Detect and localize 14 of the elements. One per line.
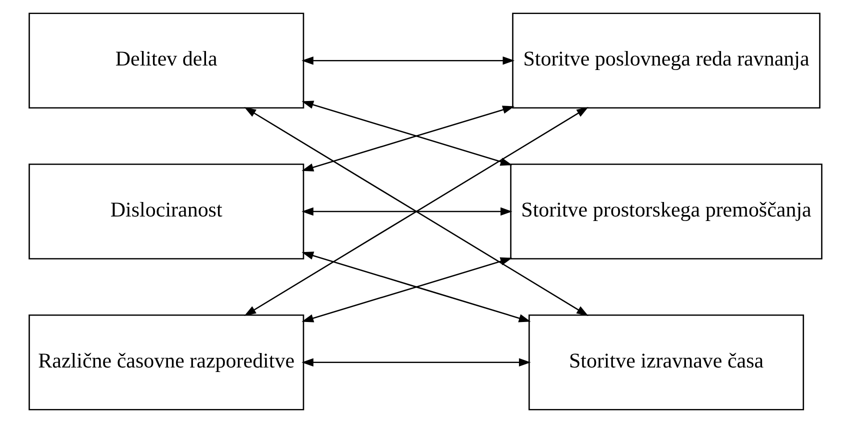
node-box: Delitev dela [28, 12, 304, 108]
arrow [244, 107, 588, 316]
arrow [302, 100, 512, 166]
node-box: Storitve izravnave časa [528, 314, 804, 410]
arrow [302, 358, 531, 367]
node-box: Različne časovne razporeditve [28, 314, 304, 410]
node-box: Storitve poslovnega reda ravnanja [512, 12, 820, 108]
node-box: Storitve prostorskega premoščanja [510, 164, 822, 260]
node-box: Dislociranost [28, 164, 304, 260]
arrow [302, 56, 515, 65]
arrow [302, 106, 514, 172]
arrow [302, 257, 512, 322]
arrow [302, 252, 531, 322]
arrow [302, 207, 512, 216]
